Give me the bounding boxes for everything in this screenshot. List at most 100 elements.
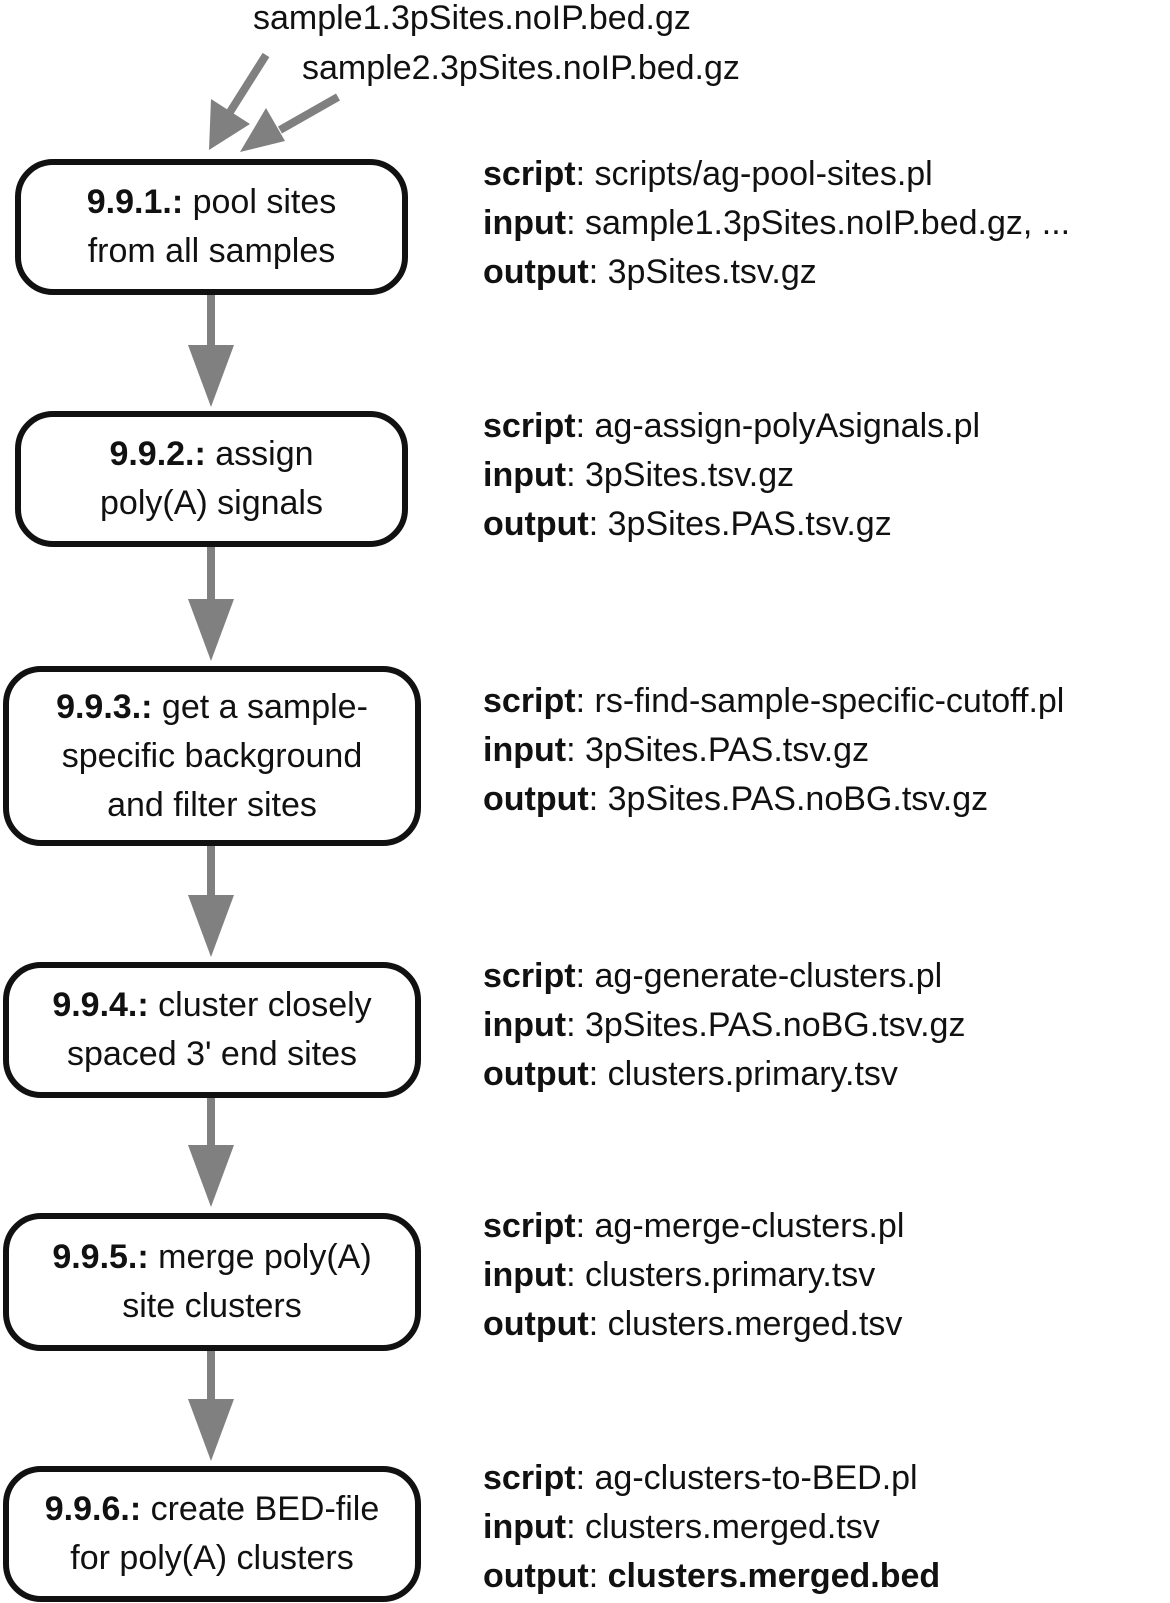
step-info-9-9-2: script: ag-assign-polyAsignals.pl input:… — [483, 402, 980, 549]
input-key: input — [483, 1256, 567, 1294]
output-key: output — [483, 1055, 589, 1093]
input-value: 3pSites.PAS.tsv.gz — [584, 731, 870, 769]
input-file-label-2: sample2.3pSites.noIP.bed.gz — [302, 49, 740, 87]
script-line: script: ag-generate-clusters.pl — [483, 952, 965, 1001]
step-number: 9.9.4.: — [52, 986, 149, 1024]
output-key: output — [483, 253, 589, 291]
input-key: input — [483, 456, 567, 494]
output-key: output — [483, 1557, 589, 1595]
step-number: 9.9.1.: — [86, 183, 184, 221]
input-arrow-2-shaft — [278, 93, 340, 134]
input-key: input — [483, 1006, 567, 1044]
step-box-9-9-5: 9.9.5.: merge poly(A) site clusters — [3, 1213, 421, 1351]
input-line: input: 3pSites.tsv.gz — [483, 451, 980, 500]
script-value: ag-clusters-to-BED.pl — [594, 1459, 918, 1497]
separator: : — [588, 253, 608, 291]
script-key: script — [483, 957, 576, 995]
script-value: ag-merge-clusters.pl — [594, 1207, 905, 1245]
script-value: scripts/ag-pool-sites.pl — [594, 155, 933, 193]
step-arrow-1-head — [188, 345, 234, 407]
script-key: script — [483, 682, 576, 720]
input-arrow-1-shaft — [226, 52, 270, 115]
input-arrow-2-head — [240, 108, 285, 152]
separator: : — [575, 682, 595, 720]
step-title-line-1: 9.9.3.: get a sample- — [56, 683, 368, 732]
input-key: input — [483, 204, 567, 242]
separator: : — [588, 1557, 608, 1595]
step-info-9-9-3: script: rs-find-sample-specific-cutoff.p… — [483, 677, 1064, 824]
script-line: script: rs-find-sample-specific-cutoff.p… — [483, 677, 1064, 726]
separator: : — [566, 1006, 585, 1044]
step-number: 9.9.2.: — [109, 435, 206, 473]
output-line: output: clusters.merged.tsv — [483, 1300, 904, 1349]
step-title-text: pool sites — [183, 183, 337, 221]
separator: : — [588, 780, 608, 818]
separator: : — [566, 731, 585, 769]
step-title-line-2: poly(A) signals — [100, 484, 323, 522]
input-value: clusters.merged.tsv — [584, 1508, 880, 1546]
step-arrow-3-head — [188, 895, 234, 957]
input-line: input: clusters.primary.tsv — [483, 1251, 904, 1300]
step-title-line-1: 9.9.1.: pool sites — [87, 178, 336, 227]
output-key: output — [483, 505, 589, 543]
step-title-line-1: 9.9.6.: create BED-file — [45, 1485, 379, 1534]
step-arrow-5-head — [188, 1399, 234, 1461]
input-line: input: clusters.merged.tsv — [483, 1503, 940, 1552]
separator: : — [566, 1256, 585, 1294]
step-box-9-9-1: 9.9.1.: pool sites from all samples — [15, 159, 408, 295]
step-title-line-1: 9.9.2.: assign — [109, 430, 313, 479]
step-title-text: create BED-file — [141, 1490, 380, 1528]
step-title-text: assign — [205, 435, 314, 473]
separator: : — [588, 505, 608, 543]
step-title-line-2: from all samples — [87, 232, 336, 270]
input-value: 3pSites.tsv.gz — [584, 456, 795, 494]
step-arrow-2-head — [188, 599, 234, 661]
step-title-text: merge poly(A) — [148, 1238, 372, 1276]
step-title-line-2: spaced 3' end sites — [66, 1035, 357, 1073]
output-value: clusters.primary.tsv — [607, 1055, 898, 1093]
step-title-line-2: for poly(A) clusters — [70, 1539, 354, 1577]
step-box-9-9-6: 9.9.6.: create BED-file for poly(A) clus… — [3, 1466, 421, 1602]
separator: : — [588, 1055, 608, 1093]
output-value: 3pSites.PAS.tsv.gz — [607, 505, 892, 543]
output-value: 3pSites.tsv.gz — [607, 253, 817, 291]
step-arrow-4-head — [188, 1145, 234, 1207]
step-box-9-9-4: 9.9.4.: cluster closely spaced 3' end si… — [3, 962, 421, 1098]
script-line: script: ag-clusters-to-BED.pl — [483, 1454, 940, 1503]
step-box-9-9-3: 9.9.3.: get a sample- specific backgroun… — [3, 666, 421, 846]
separator: : — [575, 1207, 595, 1245]
step-info-9-9-6: script: ag-clusters-to-BED.pl input: clu… — [483, 1454, 940, 1601]
input-key: input — [483, 731, 567, 769]
step-info-9-9-1: script: scripts/ag-pool-sites.pl input: … — [483, 150, 1070, 297]
step-title-line-3: and filter sites — [107, 785, 317, 824]
input-line: input: 3pSites.PAS.noBG.tsv.gz — [483, 1001, 965, 1050]
step-number: 9.9.5.: — [52, 1238, 149, 1276]
step-title-line-1: 9.9.5.: merge poly(A) — [52, 1233, 371, 1282]
separator: : — [566, 1508, 585, 1546]
output-value: clusters.merged.tsv — [607, 1305, 903, 1343]
step-title-line-2: specific background — [61, 736, 363, 775]
separator: : — [575, 155, 595, 193]
separator: : — [575, 407, 595, 445]
script-key: script — [483, 155, 576, 193]
output-line: output: 3pSites.tsv.gz — [483, 248, 1070, 297]
step-info-9-9-5: script: ag-merge-clusters.pl input: clus… — [483, 1202, 904, 1349]
output-key: output — [483, 1305, 589, 1343]
final-output-value: clusters.merged.bed — [607, 1557, 941, 1595]
output-key: output — [483, 780, 589, 818]
script-value: rs-find-sample-specific-cutoff.pl — [594, 682, 1065, 720]
step-title-text: get a sample- — [152, 687, 368, 726]
script-line: script: scripts/ag-pool-sites.pl — [483, 150, 1070, 199]
output-line: output: 3pSites.PAS.noBG.tsv.gz — [483, 775, 1064, 824]
script-value: ag-generate-clusters.pl — [594, 957, 943, 995]
separator: : — [566, 204, 585, 242]
separator: : — [575, 957, 595, 995]
step-box-9-9-2: 9.9.2.: assign poly(A) signals — [15, 411, 408, 547]
output-value: 3pSites.PAS.noBG.tsv.gz — [607, 780, 989, 818]
step-title-line-1: 9.9.4.: cluster closely — [52, 981, 371, 1030]
input-value: clusters.primary.tsv — [584, 1256, 876, 1294]
input-line: input: sample1.3pSites.noIP.bed.gz, ... — [483, 199, 1070, 248]
script-line: script: ag-merge-clusters.pl — [483, 1202, 904, 1251]
